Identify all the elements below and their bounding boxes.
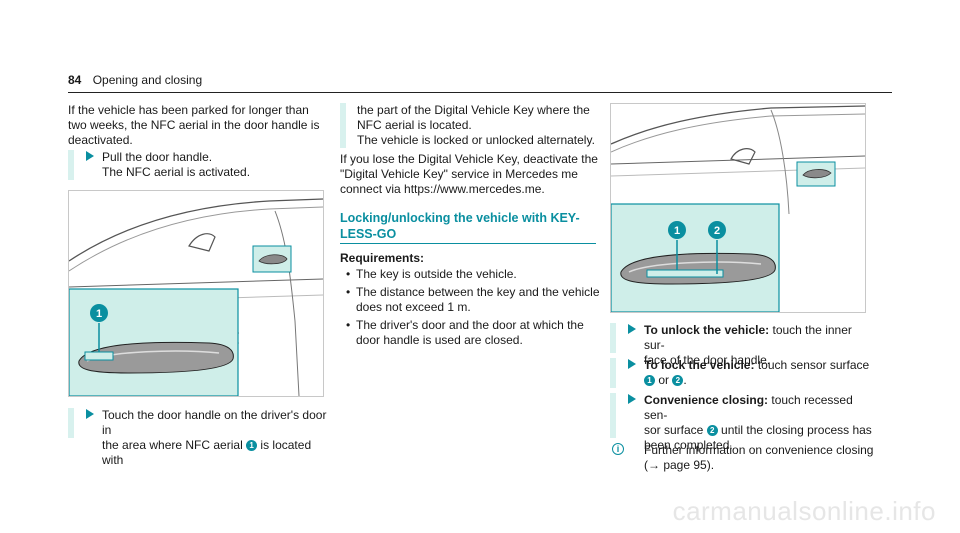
text-line: does not exceed 1 m. [356,300,471,314]
text-line: Touch the door handle on the driver's do… [102,408,327,437]
text-line: If you lose the Digital Vehicle Key, dea… [340,152,598,166]
text-span: sor surface [644,423,704,437]
text-span: or [658,373,670,387]
car-side-illustration: 1 [69,198,323,396]
step-pull-handle: Pull the door handle. The NFC aerial is … [68,150,323,180]
text-line: The distance between the key and the veh… [356,285,600,299]
callout-badge-1: 1 [246,440,258,451]
step-highlight [340,103,346,148]
callout-2: 2 [714,225,720,237]
text-line: connect via https://www.mercedes.me. [340,182,545,196]
figure-keyless-go-handle: 1 2 [610,103,866,313]
step-arrow-icon [86,409,94,419]
step-label: To unlock the vehicle: [644,323,770,337]
watermark: carmanualsonline.info [672,496,936,526]
text-line: sor surface 2 until the closing process … [644,423,876,438]
info-icon: i [612,443,624,455]
text-line: door handle is used are closed. [356,333,523,347]
step-continuation: the part of the Digital Vehicle Key wher… [340,103,600,148]
text-line: To lock the vehicle: touch sensor surfac… [644,358,874,373]
text-line: the part of the Digital Vehicle Key wher… [357,103,590,117]
car-side-illustration: 1 2 [611,105,865,312]
text-line: the area where NFC aerial 1 is located w… [102,438,332,468]
callout-1: 1 [96,308,102,320]
page-number: 84 [68,73,82,87]
text-line: If the vehicle has been parked for longe… [68,103,309,117]
callout-badge-1: 1 [644,375,655,386]
text-line: The key is outside the vehicle. [356,267,517,281]
callout-badge-2: 2 [672,375,684,386]
text-line: The vehicle is locked or unlocked altern… [357,133,595,147]
requirements-title: Requirements: [340,251,425,265]
text-line: "Digital Vehicle Key" service in Mercede… [340,167,578,181]
figure-driver-door-handle: 1 [68,190,324,397]
step-arrow-icon [86,151,94,161]
text-line: NFC aerial is located. [357,118,472,132]
text-line: two weeks, the NFC aerial in the door ha… [68,118,320,132]
section-title: Opening and closing [92,73,203,87]
header-divider [68,92,892,93]
step-label: To lock the vehicle: [644,358,755,372]
step-arrow-icon [628,359,636,369]
step-highlight [68,408,74,438]
list-item: The distance between the key and the veh… [346,285,601,315]
text-line: face of the door handle. [644,353,771,367]
text-span: the area where NFC aerial [102,438,243,452]
lost-key-paragraph: If you lose the Digital Vehicle Key, dea… [340,152,602,197]
page-reference-link[interactable]: (→ page 95). [644,458,715,472]
text-span: touch sensor surface [757,358,870,372]
heading-line: LESS-GO [340,227,397,241]
heading-divider [340,243,596,244]
step-highlight [610,393,616,438]
text-line: The NFC aerial is activated. [102,165,251,179]
list-item: The key is outside the vehicle. [346,267,601,282]
page-header: 84 Opening and closing [68,73,202,87]
text-span: is located with [102,438,312,467]
step-label: Convenience closing: [644,393,769,407]
text-line: To unlock the vehicle: touch the inner s… [644,323,874,353]
step-unlock: To unlock the vehicle: touch the inner s… [610,323,874,367]
step-highlight [610,358,616,388]
text-line: 1 or 2. [644,373,874,388]
text-span: touch the inner sur- [644,323,852,352]
text-line: The driver's door and the door at which … [356,318,584,332]
text-span: until the closing process has [721,423,872,437]
step-arrow-icon [628,394,636,404]
text-line: deactivated. [68,133,133,147]
callout-1: 1 [674,225,680,237]
text-line: Convenience closing: touch recessed sen- [644,393,876,423]
step-highlight [68,150,74,180]
info-note: i Further information on convenience clo… [612,443,874,473]
list-item: The driver's door and the door at which … [346,318,601,348]
intro-paragraph: If the vehicle has been parked for longe… [68,103,328,148]
text-line: been completed. [644,438,733,452]
text-line: Further information on convenience closi… [644,443,874,457]
requirements-list: The key is outside the vehicle. The dist… [346,267,601,348]
text-line: Pull the door handle. [102,150,213,164]
step-touch-handle: Touch the door handle on the driver's do… [68,408,326,467]
heading-line: Locking/unlocking the vehicle with KEY- [340,211,580,225]
step-arrow-icon [628,324,636,334]
text-span: touch recessed sen- [644,393,853,422]
callout-badge-2: 2 [706,425,718,436]
section-heading-keyless-go: Locking/unlocking the vehicle with KEY- … [340,210,600,242]
step-convenience-closing: Convenience closing: touch recessed sen-… [610,393,872,452]
step-highlight [610,323,616,353]
step-lock: To lock the vehicle: touch sensor surfac… [610,358,872,388]
